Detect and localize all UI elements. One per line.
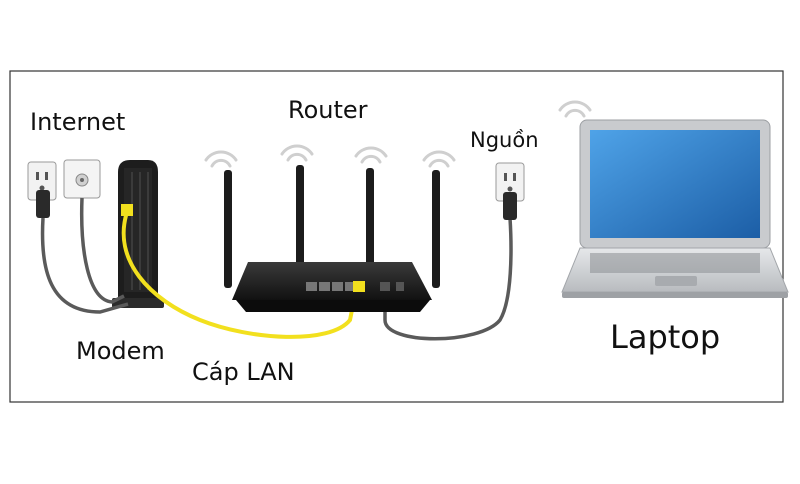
power-plug-icon (36, 190, 50, 218)
wifi-signal-icon (558, 100, 592, 118)
power-cable-router (383, 217, 513, 341)
wifi-signal-icon (280, 144, 314, 162)
ethernet-port-icon (121, 204, 133, 216)
lan-cable-label: Cáp LAN (192, 358, 295, 386)
wifi-signal-icon (354, 146, 388, 164)
laptop-device (561, 119, 789, 298)
laptop-label: Laptop (610, 318, 721, 356)
power-cable-left (40, 217, 129, 314)
wifi-signal-icon (422, 150, 456, 168)
internet-label: Internet (30, 108, 126, 136)
power-label: Nguồn (470, 128, 539, 152)
lan-cable (121, 211, 358, 339)
power-plug-icon (503, 192, 517, 220)
wifi-signal-icon (204, 150, 238, 168)
modem-device (112, 160, 164, 308)
router-label: Router (288, 96, 368, 124)
ethernet-port-icon (353, 281, 365, 292)
wall-outlet-icon (495, 162, 525, 202)
laptop-screen (590, 130, 760, 238)
wall-jack-icon (63, 159, 101, 199)
wall-outlet-icon (27, 161, 57, 201)
modem-label: Modem (76, 337, 165, 365)
coax-cable (79, 197, 125, 304)
router-device (224, 165, 440, 312)
